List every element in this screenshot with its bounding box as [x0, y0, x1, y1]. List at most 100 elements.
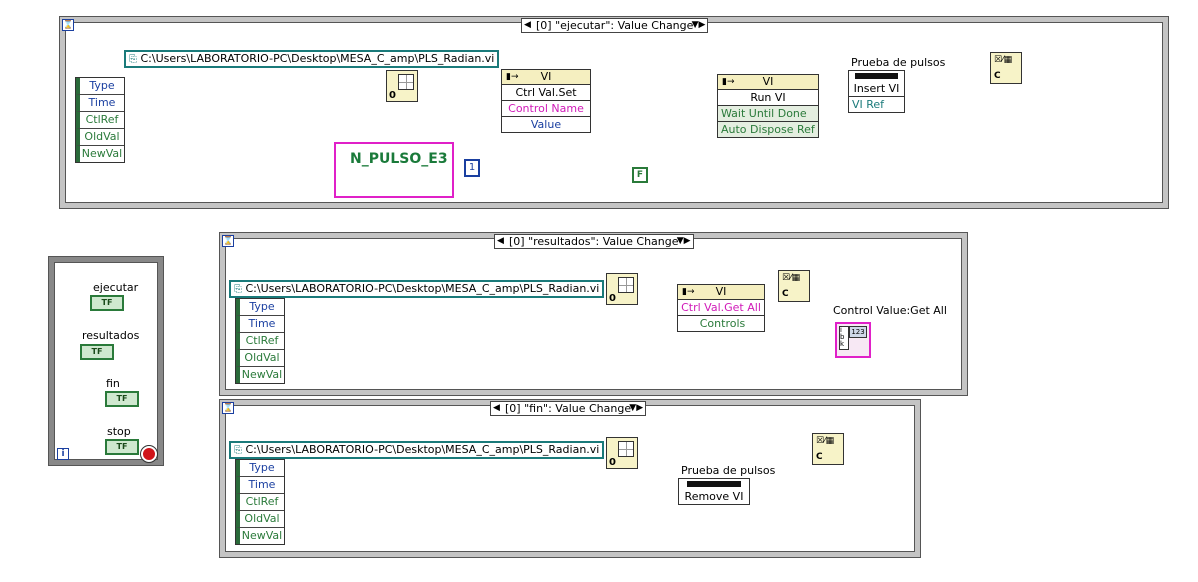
grid-icon: [618, 277, 634, 293]
node-title: Ctrl Val.Get All: [678, 300, 764, 316]
close-letter: C: [782, 289, 789, 299]
path-text: C:\Users\LABORATORIO-PC\Desktop\MESA_C_a…: [245, 282, 600, 295]
invoke-arrow-icon: ▮→: [722, 77, 735, 87]
edn-row: OldVal: [76, 129, 124, 146]
close-letter: C: [994, 71, 1001, 81]
ref-zero-label: 0: [609, 293, 616, 304]
event-data-node: Type Time CtlRef OldVal NewVal: [235, 459, 285, 545]
edn-row: Type: [76, 78, 124, 95]
open-vi-reference-node[interactable]: 0: [386, 70, 418, 102]
vi-path-constant[interactable]: ⎘ C:\Users\LABORATORIO-PC\Desktop\MESA_C…: [229, 280, 605, 298]
node-header: VI: [540, 70, 552, 83]
insert-vi-node[interactable]: Insert VI VI Ref: [848, 70, 905, 113]
close-reference-node[interactable]: ☒⁄▦ C: [812, 433, 844, 465]
node-title: Remove VI: [679, 489, 749, 504]
edn-row: Time: [236, 477, 284, 494]
event-structure-icon: ⌛: [222, 402, 234, 414]
false-constant[interactable]: F: [632, 167, 648, 183]
node-title: Ctrl Val.Set: [502, 85, 590, 101]
selector-left-arrow-icon[interactable]: ◀: [493, 403, 500, 413]
terminal-ejecutar[interactable]: TF: [90, 295, 124, 311]
selector-left-arrow-icon[interactable]: ◀: [524, 20, 531, 30]
output-indicator-label: Control Value:Get All: [833, 304, 947, 317]
subpanel-bar: [687, 481, 741, 487]
input-value[interactable]: Value: [530, 118, 562, 131]
selector-dropdown-arrow-icon[interactable]: ▼▶: [629, 403, 644, 413]
input-control-name[interactable]: Control Name: [502, 101, 590, 117]
edn-row: CtlRef: [76, 112, 124, 129]
close-letter: C: [816, 452, 823, 462]
control-name-string-constant[interactable]: N_PULSO_E3: [334, 142, 454, 198]
close-reference-node[interactable]: ☒⁄▦ C: [778, 270, 810, 302]
stop-condition-icon[interactable]: [140, 445, 158, 463]
terminal-label-fin: fin: [106, 377, 120, 390]
terminal-label-stop: stop: [107, 425, 131, 438]
input-vi-ref[interactable]: VI Ref: [852, 98, 885, 111]
terminal-fin[interactable]: TF: [105, 391, 139, 407]
path-text: C:\Users\LABORATORIO-PC\Desktop\MESA_C_a…: [245, 443, 600, 456]
event-case-selector-resultados[interactable]: ◀ [0] "resultados": Value Change ▼▶: [494, 234, 694, 249]
terminal-label-ejecutar: ejecutar: [93, 281, 139, 294]
string-constant-text: N_PULSO_E3: [350, 151, 448, 167]
selector-dropdown-arrow-icon[interactable]: ▼▶: [676, 236, 691, 246]
event-structure-icon: ⌛: [222, 235, 234, 247]
event-structure-icon: ⌛: [62, 19, 74, 31]
event-structure-ejecutar: [59, 16, 1169, 209]
terminal-resultados[interactable]: TF: [80, 344, 114, 360]
vi-path-constant[interactable]: ⎘ C:\Users\LABORATORIO-PC\Desktop\MESA_C…: [124, 50, 500, 68]
vi-path-constant[interactable]: ⎘ C:\Users\LABORATORIO-PC\Desktop\MESA_C…: [229, 441, 605, 459]
open-vi-reference-node[interactable]: 0: [606, 273, 638, 305]
input-wait-until-done[interactable]: Wait Until Done: [718, 106, 818, 122]
close-ref-icon: ☒⁄▦: [994, 55, 1013, 65]
selector-label: [0] "resultados": Value Change: [509, 235, 679, 248]
edn-row: CtlRef: [236, 494, 284, 511]
edn-row: OldVal: [236, 350, 284, 367]
path-icon: ⎘: [234, 284, 242, 295]
path-icon: ⎘: [129, 54, 137, 65]
edn-row: CtlRef: [236, 333, 284, 350]
edn-row: OldVal: [236, 511, 284, 528]
grid-icon: [618, 441, 634, 457]
close-ref-icon: ☒⁄▦: [782, 273, 801, 283]
open-vi-reference-node[interactable]: 0: [606, 437, 638, 469]
edn-row: Type: [236, 299, 284, 316]
selector-dropdown-arrow-icon[interactable]: ▼▶: [691, 20, 706, 30]
numeric-constant[interactable]: 1: [464, 159, 480, 177]
selector-left-arrow-icon[interactable]: ◀: [497, 236, 504, 246]
edn-row: Type: [236, 460, 284, 477]
event-case-selector-fin[interactable]: ◀ [0] "fin": Value Change ▼▶: [490, 401, 647, 416]
node-header: VI: [762, 75, 774, 88]
invoke-arrow-icon: ▮→: [682, 287, 695, 297]
numeric-indicator-icon: 123: [849, 326, 867, 338]
input-auto-dispose-ref[interactable]: Auto Dispose Ref: [718, 122, 818, 137]
edn-row: NewVal: [236, 367, 284, 383]
node-title: Insert VI: [849, 81, 904, 97]
edn-row: Time: [236, 316, 284, 333]
event-data-node: Type Time CtlRef OldVal NewVal: [75, 77, 125, 163]
selector-label: [0] "ejecutar": Value Change: [536, 19, 694, 32]
remove-vi-node[interactable]: Remove VI: [678, 478, 750, 505]
ref-zero-label: 0: [609, 457, 616, 468]
grid-icon: [398, 74, 414, 90]
selector-label: [0] "fin": Value Change: [505, 402, 632, 415]
ctrl-val-get-all-node[interactable]: ▮→ VI Ctrl Val.Get All Controls: [677, 284, 765, 332]
ctrl-val-set-node[interactable]: ▮→VI Ctrl Val.Set Control Name Value: [501, 69, 591, 133]
path-text: C:\Users\LABORATORIO-PC\Desktop\MESA_C_a…: [140, 52, 495, 65]
close-ref-icon: ☒⁄▦: [816, 436, 835, 446]
path-icon: ⎘: [234, 445, 242, 456]
event-data-node: Type Time CtlRef OldVal NewVal: [235, 298, 285, 384]
insert-vi-label: Prueba de pulsos: [851, 56, 946, 69]
edn-row: Time: [76, 95, 124, 112]
event-structure-fin: [219, 399, 921, 558]
node-header: VI: [715, 285, 727, 298]
output-controls[interactable]: Controls: [678, 316, 764, 331]
ref-zero-label: 0: [389, 90, 396, 101]
event-case-selector-ejecutar[interactable]: ◀ [0] "ejecutar": Value Change ▼▶: [521, 18, 709, 33]
close-reference-node[interactable]: ☒⁄▦ C: [990, 52, 1022, 84]
edn-row: NewVal: [236, 528, 284, 544]
run-vi-node[interactable]: ▮→VI Run VI Wait Until Done Auto Dispose…: [717, 74, 819, 138]
terminal-label-resultados: resultados: [82, 329, 140, 342]
terminal-stop[interactable]: TF: [105, 439, 139, 455]
